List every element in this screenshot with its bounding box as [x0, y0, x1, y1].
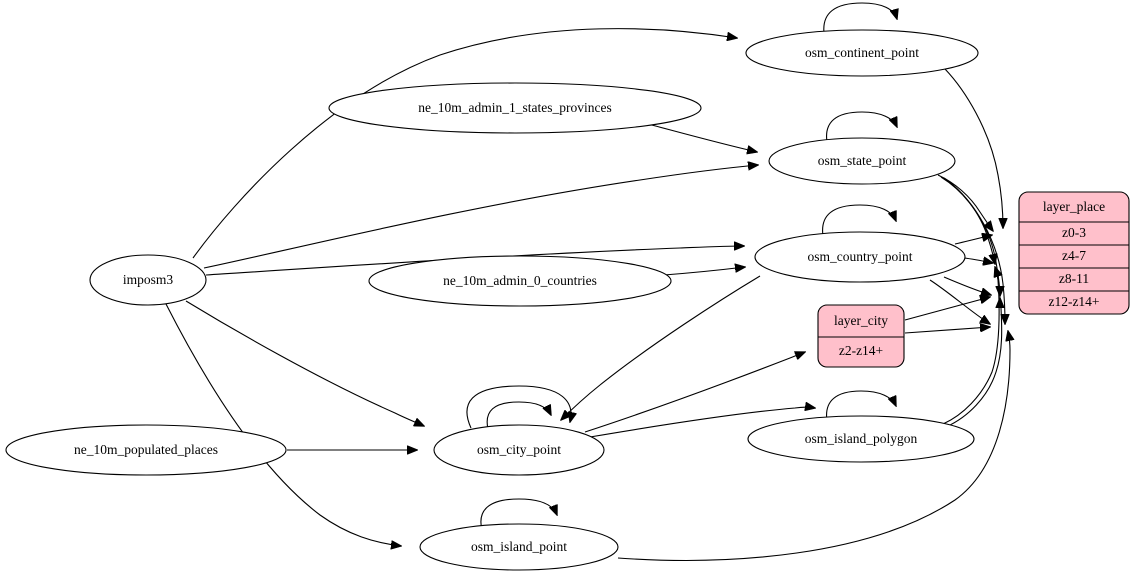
- edge-osm_country_point-to-layer_place-z8-11: [943, 276, 991, 295]
- node-layer: imposm3 ne_10m_admin_1_states_provinces …: [5, 29, 979, 571]
- edge-osm_country_point-to-layer_place-z4-7: [963, 258, 993, 263]
- edge-self-osm_continent_point: [823, 2, 897, 34]
- edge-imposm3-to-osm_city_point: [185, 300, 424, 426]
- node-ne_10m_populated_places[interactable]: ne_10m_populated_places: [5, 424, 287, 476]
- edge-ne_10m_admin_0_countries-to-osm_country_point: [663, 267, 745, 276]
- node-label-imposm3: imposm3: [123, 272, 174, 287]
- edge-osm_continent_point-to-layer_place-z0-3: [944, 68, 1003, 228]
- edge-osm_island_polygon-to-layer_place-z4-7: [942, 267, 999, 425]
- edge-self-osm_state_point: [826, 111, 897, 143]
- node-label-ne_10m_populated_places: ne_10m_populated_places: [74, 442, 218, 457]
- edge-imposm3-to-osm_state_point: [203, 165, 758, 269]
- record-node-layer: layer_place z0-3 z4-7 z8-11 z12-z14+ lay…: [817, 191, 1130, 368]
- record-row-layer_city-title: layer_city: [834, 313, 888, 328]
- node-osm_continent_point[interactable]: osm_continent_point: [745, 29, 979, 77]
- edge-osm_state_point-to-layer_place-z8-11: [943, 177, 1000, 296]
- node-label-osm_continent_point: osm_continent_point: [805, 45, 919, 60]
- node-osm_island_point[interactable]: osm_island_point: [419, 523, 619, 571]
- edge-osm_island_point-to-layer_place-z12: [617, 331, 1010, 561]
- edge-self-osm_island_polygon: [826, 390, 896, 422]
- record-row-layer_place-z12-z14[interactable]: z12-z14+: [1048, 294, 1099, 309]
- edge-self-osm_country_point: [822, 204, 896, 237]
- edge-ne_10m_admin_1_states_provinces-to-osm_state_point: [647, 123, 757, 152]
- record-node-layer_place[interactable]: layer_place z0-3 z4-7 z8-11 z12-z14+: [1018, 191, 1130, 315]
- node-ne_10m_admin_0_countries[interactable]: ne_10m_admin_0_countries: [368, 255, 672, 307]
- edge-self-osm_city_point: [486, 401, 551, 430]
- edge-osm_country_point-to-layer_place-z12: [929, 279, 990, 324]
- node-label-ne_10m_admin_1_states_provinces: ne_10m_admin_1_states_provinces: [418, 100, 611, 115]
- record-row-layer_place-z4-7[interactable]: z4-7: [1062, 248, 1086, 263]
- edge-osm_city_point-to-layer_city: [584, 352, 805, 433]
- node-label-osm_island_polygon: osm_island_polygon: [805, 431, 918, 446]
- node-label-osm_city_point: osm_city_point: [477, 442, 561, 457]
- edge-osm_country_point-to-osm_city_point: [561, 275, 761, 420]
- node-osm_country_point[interactable]: osm_country_point: [754, 231, 966, 283]
- record-row-layer_city-z2-z14[interactable]: z2-z14+: [839, 343, 883, 358]
- edge-osm_city_point-outer-arc: [466, 385, 571, 429]
- edge-self-osm_island_point: [480, 498, 557, 531]
- node-label-osm_state_point: osm_state_point: [818, 153, 907, 168]
- edge-osm_state_point-to-layer_place-z0-3: [937, 174, 993, 231]
- node-osm_island_polygon[interactable]: osm_island_polygon: [747, 415, 975, 463]
- edge-osm_country_point-to-layer_place-z0-3: [954, 235, 992, 245]
- record-row-layer_place-title: layer_place: [1043, 199, 1105, 214]
- edge-imposm3-to-osm_country_point: [205, 246, 744, 276]
- edge-layer: [165, 2, 1010, 561]
- node-osm_state_point[interactable]: osm_state_point: [768, 137, 956, 185]
- node-label-osm_country_point: osm_country_point: [808, 249, 913, 264]
- record-row-layer_place-z0-3[interactable]: z0-3: [1062, 225, 1086, 240]
- node-imposm3[interactable]: imposm3: [89, 254, 207, 306]
- node-label-ne_10m_admin_0_countries: ne_10m_admin_0_countries: [443, 273, 597, 288]
- node-osm_city_point[interactable]: osm_city_point: [433, 424, 605, 476]
- edge-imposm3-to-osm_island_point: [165, 303, 401, 546]
- edge-osm_island_polygon-to-layer_place-z8-11: [945, 298, 1002, 428]
- record-node-layer_city[interactable]: layer_city z2-z14+: [817, 304, 905, 368]
- node-ne_10m_admin_1_states_provinces[interactable]: ne_10m_admin_1_states_provinces: [328, 82, 702, 134]
- record-row-layer_place-z8-11[interactable]: z8-11: [1059, 271, 1089, 286]
- node-label-osm_island_point: osm_island_point: [471, 539, 567, 554]
- edge-layer_city-to-layer_place-z12: [904, 327, 990, 334]
- edge-layer_city-to-layer_place-z8-11: [904, 297, 990, 321]
- edge-osm_city_point-to-osm_island_polygon: [589, 407, 815, 438]
- edge-imposm3-to-osm_continent_point: [192, 28, 737, 259]
